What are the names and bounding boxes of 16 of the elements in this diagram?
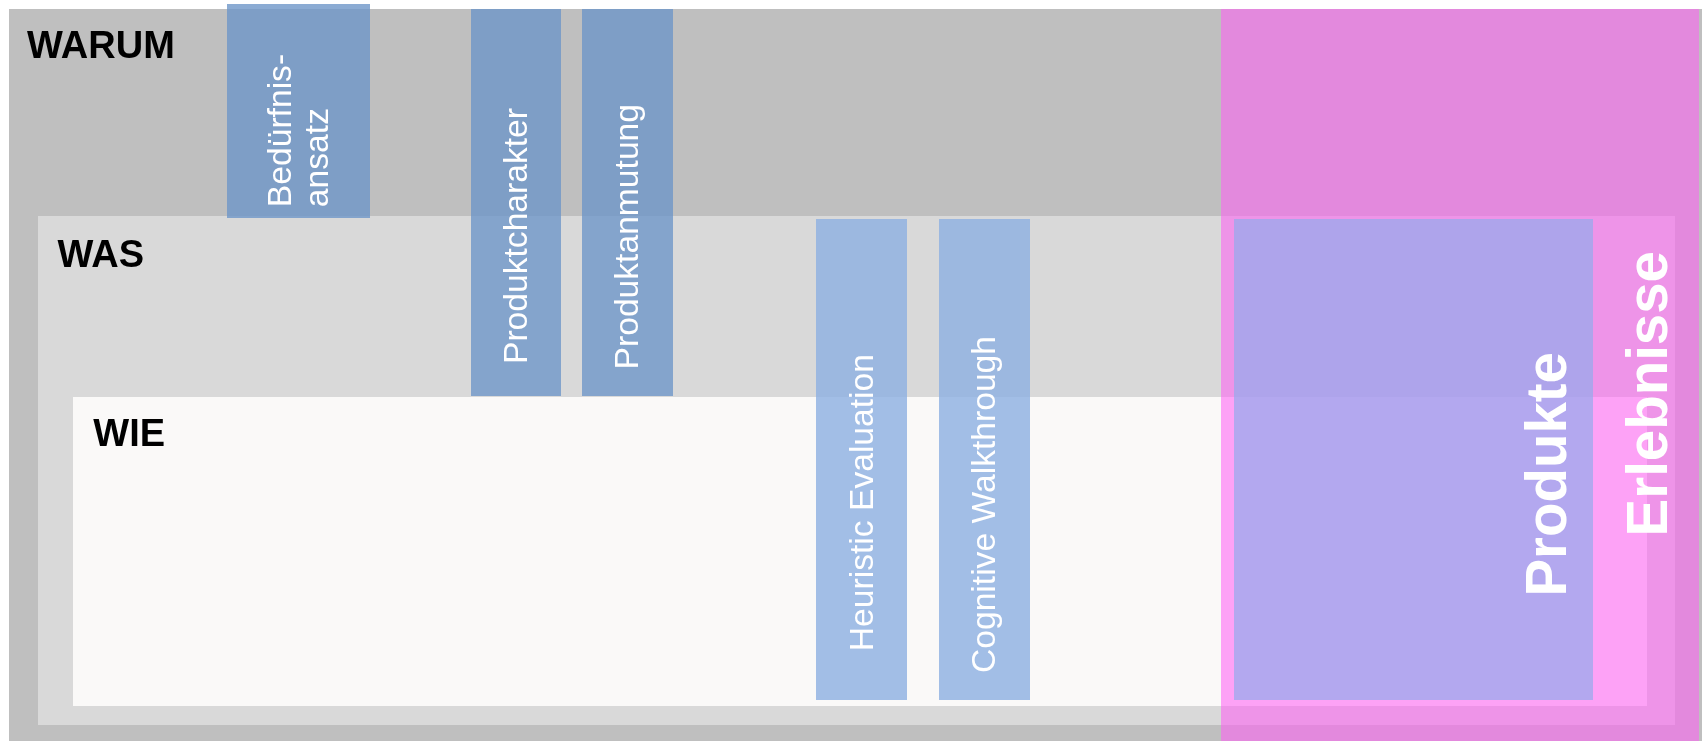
level-heading: WARUM — [27, 23, 175, 67]
product-area — [1234, 219, 1594, 701]
method-bar — [938, 219, 1031, 701]
area-label: Produkte — [1516, 352, 1579, 597]
method-bar — [581, 8, 673, 397]
method-bar — [471, 8, 562, 397]
method-label: Cognitive Walkthrough — [965, 335, 1003, 673]
method-label: Produktcharakter — [497, 107, 535, 364]
level-heading: WAS — [57, 233, 145, 277]
method-label: Bedürfnis- ansatz — [261, 53, 336, 208]
area-label: Erlebnisse — [1617, 250, 1680, 537]
method-bar — [816, 219, 908, 701]
method-label: Produktanmutung — [608, 103, 646, 370]
level-heading: WIE — [93, 412, 166, 456]
method-bar — [226, 4, 371, 219]
method-label: Heuristic Evaluation — [843, 354, 881, 652]
